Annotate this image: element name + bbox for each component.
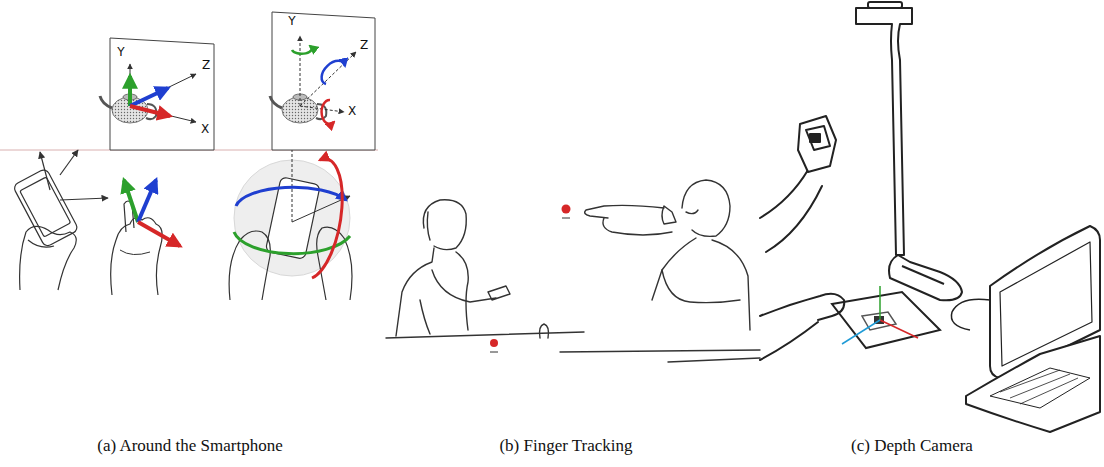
screen-rotation	[270, 12, 375, 150]
user-arms-part	[806, 126, 830, 150]
screen-translation-part	[130, 106, 196, 122]
user-arms-part	[760, 170, 808, 218]
hands-rotation-gesture	[229, 150, 352, 300]
user-arms-part	[798, 116, 836, 172]
standing-user-pointing-part	[662, 270, 740, 303]
standing-user-pointing-part	[585, 205, 664, 218]
user-arms	[760, 116, 844, 360]
screen-translation-part	[110, 38, 214, 150]
axis-label: Z	[360, 39, 368, 53]
hand-translation-gesture-part	[138, 222, 180, 246]
hand-holding-phone	[13, 150, 108, 290]
tracked-tablet-part	[842, 320, 880, 344]
axis-label: Y	[288, 15, 295, 29]
tracked-tablet-part	[880, 320, 918, 338]
screen-rotation-part	[300, 52, 356, 106]
seated-user-part	[432, 270, 496, 302]
screen-rotation-part	[272, 12, 375, 150]
standing-user-pointing-part	[668, 358, 760, 362]
seated-user-part	[420, 300, 430, 334]
laptop-part	[966, 336, 1100, 432]
standing-user-pointing-part	[560, 350, 760, 352]
user-arms-part	[810, 134, 820, 142]
subfigure-caption: (a) Around the Smartphone	[97, 436, 283, 456]
hands-rotation-gesture-part	[234, 160, 350, 276]
tracking-marker-part	[490, 339, 498, 347]
seated-user	[386, 200, 584, 338]
standing-user-pointing-part	[682, 180, 730, 236]
standing-user-pointing-part	[662, 206, 676, 224]
user-arms-part	[760, 322, 818, 360]
seated-user-part	[488, 286, 510, 300]
screen-rotation-part	[300, 36, 301, 106]
user-arms-part	[766, 186, 822, 252]
screen-translation-part	[130, 88, 168, 106]
screen-translation-part	[130, 74, 196, 106]
tracked-tablet	[832, 286, 940, 348]
depth-camera-stand	[856, 2, 962, 300]
hands-rotation-gesture-part	[236, 187, 346, 206]
hand-holding-phone-part	[13, 168, 79, 248]
hand-holding-phone-part	[20, 226, 77, 290]
depth-camera-stand-part	[868, 2, 902, 8]
standing-user-pointing	[560, 180, 760, 362]
screen-rotation-part	[270, 96, 282, 108]
tracking-marker-part	[562, 218, 570, 219]
tracking-marker	[490, 205, 571, 353]
depth-camera-stand-part	[856, 8, 912, 255]
screen-rotation-part	[322, 61, 345, 84]
screen-rotation-part	[292, 46, 312, 54]
axis-label: Z	[202, 59, 210, 73]
seated-user-part	[540, 324, 549, 338]
seated-user-part	[423, 200, 466, 250]
standing-user-pointing-part	[652, 238, 696, 300]
screen-translation-part	[128, 76, 132, 106]
tracking-marker-part	[562, 205, 571, 214]
screen-translation-part	[100, 96, 112, 108]
axis-label: X	[348, 105, 356, 119]
tracking-marker-part	[490, 352, 498, 353]
screen-translation-part	[130, 106, 170, 116]
hand-holding-phone-part	[60, 198, 108, 200]
standing-user-pointing-part	[603, 218, 672, 235]
hand-translation-gesture-part	[120, 250, 150, 255]
hand-holding-phone-part	[60, 150, 78, 175]
tracked-tablet-part	[879, 286, 881, 320]
seated-user-part	[396, 248, 434, 336]
axis-label: X	[201, 123, 209, 137]
hands-rotation-gesture-part	[312, 159, 342, 278]
user-arms-part	[760, 294, 844, 320]
seated-user-part	[386, 332, 584, 338]
screen-translation-part	[130, 64, 131, 106]
axis-label: Y	[117, 46, 124, 60]
subfigure-caption: (b) Finger Tracking	[499, 436, 632, 456]
screen-rotation-part	[322, 100, 334, 124]
seated-user-part	[427, 212, 430, 240]
seated-user-part	[456, 252, 468, 330]
laptop	[951, 226, 1100, 432]
subfigure-caption: (c) Depth Camera	[851, 436, 973, 456]
tracked-tablet-part	[832, 292, 940, 348]
hand-translation-gesture-part	[124, 180, 138, 222]
screen-translation	[100, 38, 214, 150]
laptop-part	[990, 368, 1090, 408]
laptop-part	[1000, 370, 1078, 404]
hand-translation-gesture	[111, 180, 180, 295]
hand-holding-phone-part	[40, 152, 50, 190]
standing-user-pointing-part	[712, 240, 750, 330]
hands-rotation-gesture-part	[229, 231, 270, 300]
standing-user-pointing-part	[686, 210, 698, 214]
depth-camera-stand-part	[902, 266, 944, 284]
laptop-part	[951, 299, 990, 330]
hand-holding-phone-part	[13, 168, 79, 248]
hand-translation-gesture-part	[138, 180, 156, 222]
hand-holding-phone-part	[28, 240, 54, 247]
